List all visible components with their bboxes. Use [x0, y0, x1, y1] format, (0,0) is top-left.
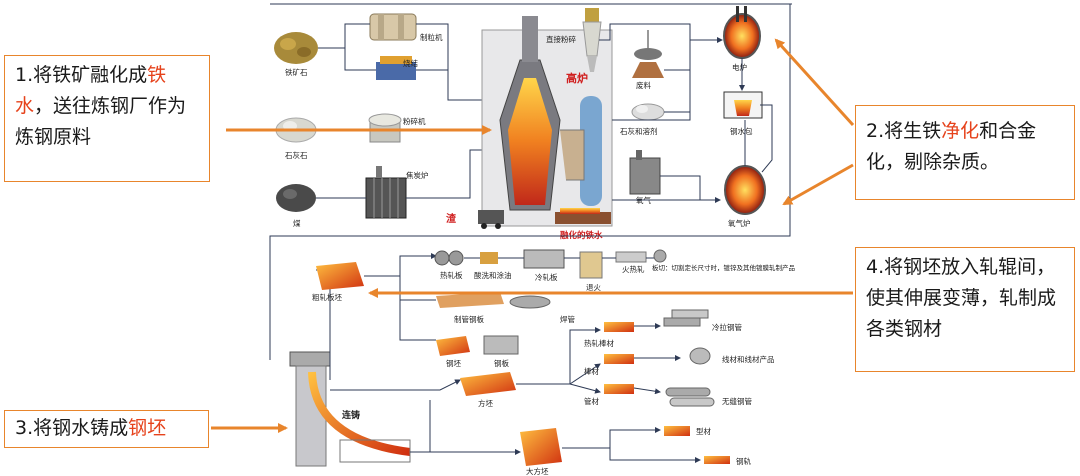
direct-crusher-label: 直接粉碎 [546, 34, 576, 44]
coal-label: 煤 [293, 218, 301, 228]
slab-label: 钢坯 [446, 358, 461, 368]
iron-ore-label: 铁矿石 [285, 67, 308, 77]
lime-flux [631, 103, 665, 121]
bloom-label: 大方坯 [526, 466, 549, 476]
pipe-material-label: 管材 [584, 396, 599, 406]
coke-oven [365, 166, 407, 219]
electric-furnace [723, 6, 761, 59]
callout-1-text-end: ，送往炼钢厂作为炼钢原料 [15, 94, 187, 148]
callout-1-highlight-2: 水 [15, 94, 35, 117]
oxygen-furnace [724, 165, 766, 215]
sinter-label: 烧结 [403, 58, 418, 68]
callout-iron-melting: 1.将铁矿融化成铁水，送往炼钢厂作为炼钢原料 [4, 55, 210, 182]
eaf-label: 电炉 [732, 62, 747, 72]
callout-2-text: 2.将生铁 [866, 120, 942, 142]
callout-casting: 3.将钢水铸成钢坯 [4, 410, 209, 448]
callout-1-highlight-1: 铁 [147, 64, 167, 86]
sheet-coils [653, 249, 667, 263]
pelletizer [369, 13, 417, 41]
lime-flux-label: 石灰和溶剂 [620, 126, 658, 136]
arrow-callout-2b [782, 163, 854, 206]
torpedo-car [555, 208, 611, 224]
callout-3-text: 3.将钢水铸成 [15, 417, 129, 439]
callout-purification: 2.将生铁净化和合金化，剔除杂质。 [855, 105, 1075, 200]
section-steel [664, 426, 690, 436]
callout-4-text: 4.将钢坯放入轧辊间，使其伸展变薄，轧制成各类钢材 [866, 256, 1057, 340]
bof-label: 氧气炉 [728, 218, 751, 228]
oxygen-plant [629, 150, 661, 195]
pipe-sheet [436, 292, 551, 309]
cold-pipe-label: 冷拉钢管 [712, 322, 742, 332]
annealing-label: 退火 [586, 283, 601, 292]
callout-rolling: 4.将钢坯放入轧辊间，使其伸展变薄，轧制成各类钢材 [855, 247, 1075, 372]
callout-3-highlight: 钢坯 [128, 417, 167, 439]
hot-sheet-label: 热轧板 [440, 270, 463, 280]
bloom [520, 428, 562, 466]
sinter-plant [376, 56, 416, 80]
scrap-label: 废料 [636, 80, 651, 90]
bar-bar [604, 354, 634, 364]
continuous-caster [289, 351, 411, 467]
scrap-magnet [632, 30, 664, 78]
blast-furnace-label: 高炉 [566, 71, 588, 85]
seamless-pipe [665, 387, 715, 407]
plate-label: 钢板 [494, 358, 509, 368]
seamless-label: 无缝钢管 [722, 396, 752, 406]
weld-pipe-label: 焊管 [560, 314, 575, 324]
slag-label: 渣 [446, 212, 457, 225]
billet-label: 方坯 [478, 398, 493, 408]
bar-label: 棒材 [584, 366, 599, 376]
wire-coil [689, 347, 711, 365]
hot-sheet-coil [434, 250, 464, 266]
pelletizer-label: 制粒机 [420, 32, 443, 42]
hot-bar-label: 热轧棒材 [584, 338, 614, 348]
limestone-label: 石灰石 [285, 150, 308, 160]
cold-mill [523, 249, 565, 269]
cold-pipe [663, 309, 709, 327]
pickling-label: 酸洗和涂油 [474, 270, 512, 280]
cold-sheet-label: 冷轧板 [535, 272, 558, 282]
fire-rolling [615, 251, 647, 263]
section-label: 型材 [696, 426, 711, 436]
pipe-bar [604, 384, 634, 394]
coal-pile [276, 184, 316, 212]
rough-slab-label: 粗轧板坯 [312, 292, 342, 302]
billet [460, 372, 516, 396]
rail-steel [704, 456, 730, 464]
ladle-label: 钢水包 [730, 126, 753, 136]
arrow-callout-2a [774, 38, 855, 127]
pickling-tank [480, 252, 498, 264]
rail-label: 钢轨 [736, 456, 751, 466]
sheet-products-label: 板切：切割定长尺寸时，镀锌及其他镀膜轧制产品 [652, 263, 795, 272]
slab-plate [436, 335, 519, 356]
rough-slab [316, 262, 364, 290]
coke-oven-label: 焦炭炉 [406, 170, 429, 180]
pipe-sheet-label: 制管钢板 [454, 314, 484, 324]
iron-ore-pile [274, 32, 318, 64]
slag-cart [478, 210, 504, 229]
wire-label: 线材和线材产品 [722, 354, 775, 364]
direct-crusher [582, 8, 602, 72]
steel-ladle [723, 91, 763, 119]
crusher-label: 粉碎机 [403, 116, 426, 126]
callout-2-text-end: 和合金化，剔除杂质。 [866, 120, 1037, 173]
callout-2-highlight: 净化 [941, 120, 980, 142]
annealing-furnace [579, 251, 603, 279]
crusher [368, 113, 402, 143]
fire-rolling-label: 火热轧 [622, 264, 645, 274]
callout-1-text: 1.将铁矿融化成 [15, 64, 148, 86]
caster-label: 连铸 [342, 409, 360, 421]
hot-bar-bar [604, 322, 634, 332]
